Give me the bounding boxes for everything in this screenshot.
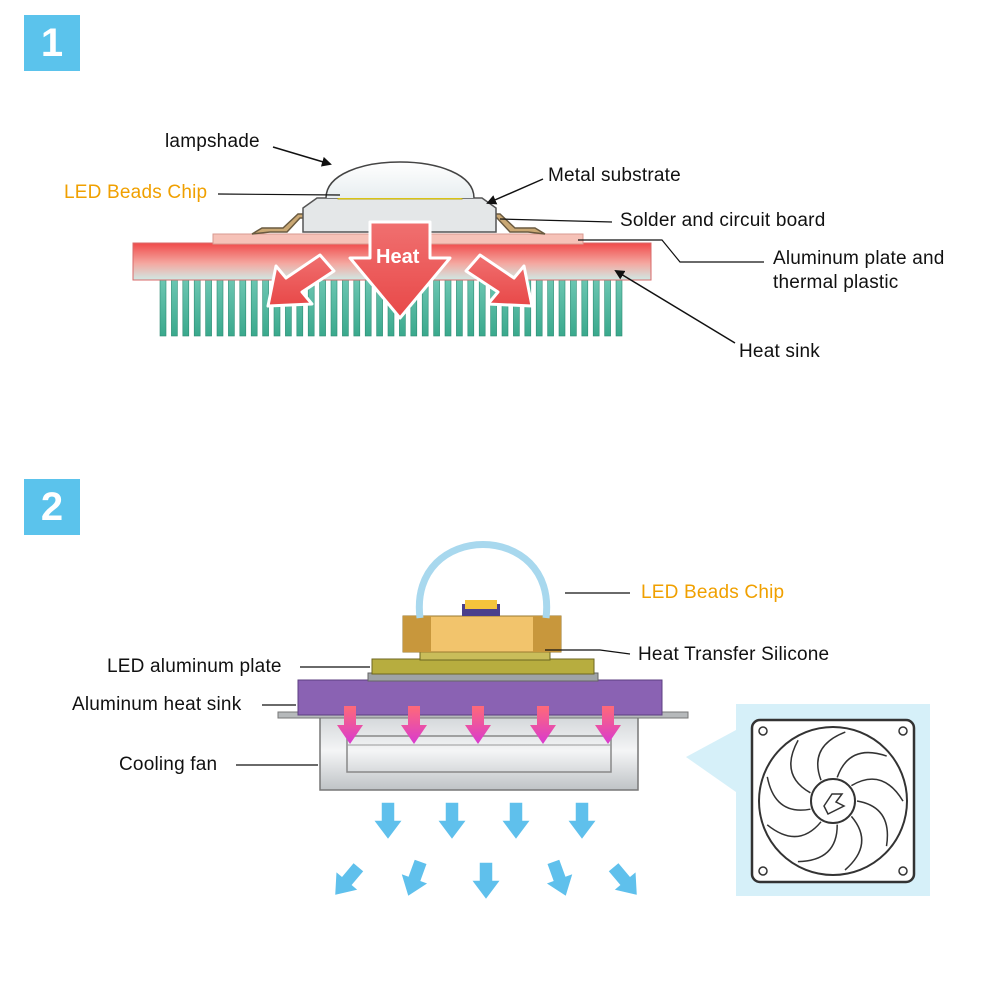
heat-sink-fin [342,278,349,337]
heat-sink-fin [239,278,247,337]
fan-blade [817,731,846,781]
heat-flow-arrow [595,706,621,744]
fan-blade [790,739,811,794]
heat-sink-fin [604,278,611,337]
heat-sink-fin [456,278,463,337]
heat-sink-fin [193,278,201,337]
heat-sink-fin [615,278,623,337]
fan-blade [766,821,822,838]
heat-sink-fin [205,278,212,337]
airflow-arrow [469,861,503,902]
label-solder-circuit-board: Solder and circuit board [620,210,826,231]
airflow-arrow [499,801,533,842]
heat-sink-fin [216,278,224,337]
heat-sink-fin [547,278,554,337]
label-aluminum-plate-line2: thermal plastic [773,272,899,293]
heat-flow-arrow [465,706,491,744]
led-chip-2 [465,600,497,609]
leader-led-chip [217,193,341,196]
airflow-arrows [333,801,639,902]
label-heat-transfer-silicone: Heat Transfer Silicone [638,644,830,665]
leader-heat-transfer [545,649,631,655]
label-aluminum-heat-sink: Aluminum heat sink [72,694,242,715]
fan-callout-pointer [686,730,736,792]
heat-sink-fin [182,278,190,337]
fan-blade [836,751,887,778]
leader-aluminum-plate [578,239,764,263]
leader-solder [499,218,613,223]
heat-sink-fin [478,278,486,337]
led-body-right-lead [533,616,561,652]
airflow-arrow [435,801,469,842]
label-led-beads-chip-2: LED Beads Chip [641,582,785,603]
heat-sink-fin [558,278,566,337]
leader-metal-substrate [486,178,544,205]
airflow-arrow [565,801,599,842]
heat-arrow-down [348,220,452,320]
label-led-beads-chip-1: LED Beads Chip [64,182,208,203]
heat-sink-fin [228,278,235,337]
heat-flow-arrow [530,706,556,744]
fan-blade [856,800,889,847]
fan-blade [851,778,904,802]
heat-sink-fin [433,278,440,337]
heat-sink-fin [570,278,577,337]
led-body-left-lead [403,616,431,652]
lampshade-dome [325,161,475,199]
heat-flow-arrow [401,706,427,744]
label-heat: Heat [376,246,420,268]
heat-sink-fin [159,278,167,337]
heat-sink-fin [592,278,600,337]
heat-sink-fin [262,278,269,337]
heat-sink-fin [581,278,589,337]
led-aluminum-plate [371,658,595,675]
heat-sink-fin [330,278,338,337]
heat-sink-fin [467,278,475,337]
heat-sink-fin [364,278,372,337]
heat-flow-arrow [337,706,363,744]
panel-1-badge: 1 [24,15,80,71]
heat-arrow-left [266,253,336,308]
heat-sink-fin [353,278,361,337]
label-aluminum-plate-line1: Aluminum plate and [773,248,945,269]
heat-sink-fin [535,278,543,337]
metal-substrate [302,197,497,233]
heat-sink-fin [171,278,178,337]
label-heat-sink-1: Heat sink [739,341,821,362]
label-metal-substrate: Metal substrate [548,165,681,186]
heat-flow-arrows [337,706,621,744]
label-led-aluminum-plate: LED aluminum plate [107,656,282,677]
panel-2-graphics [236,541,930,902]
heat-sink-fin [319,278,326,337]
heat-sink-fin [250,278,258,337]
airflow-arrow [606,861,639,897]
fan-blade [844,815,863,871]
airflow-arrow [543,857,575,899]
panel-2-badge: 2 [24,479,80,535]
leader-lampshade [272,146,332,167]
led-dome [415,541,551,619]
panel-1-graphics [132,146,764,344]
airflow-arrow [371,801,405,842]
fan-illustration [750,718,916,884]
heat-sink-fin [444,278,452,337]
heat-arrow-right [464,253,534,308]
leader-heat-sink [614,269,736,344]
fan-blade [797,824,838,863]
label-cooling-fan: Cooling fan [119,754,218,775]
fan-blade [766,776,811,811]
airflow-arrow [333,861,366,897]
airflow-arrow [399,857,431,899]
label-lampshade: lampshade [165,131,260,152]
